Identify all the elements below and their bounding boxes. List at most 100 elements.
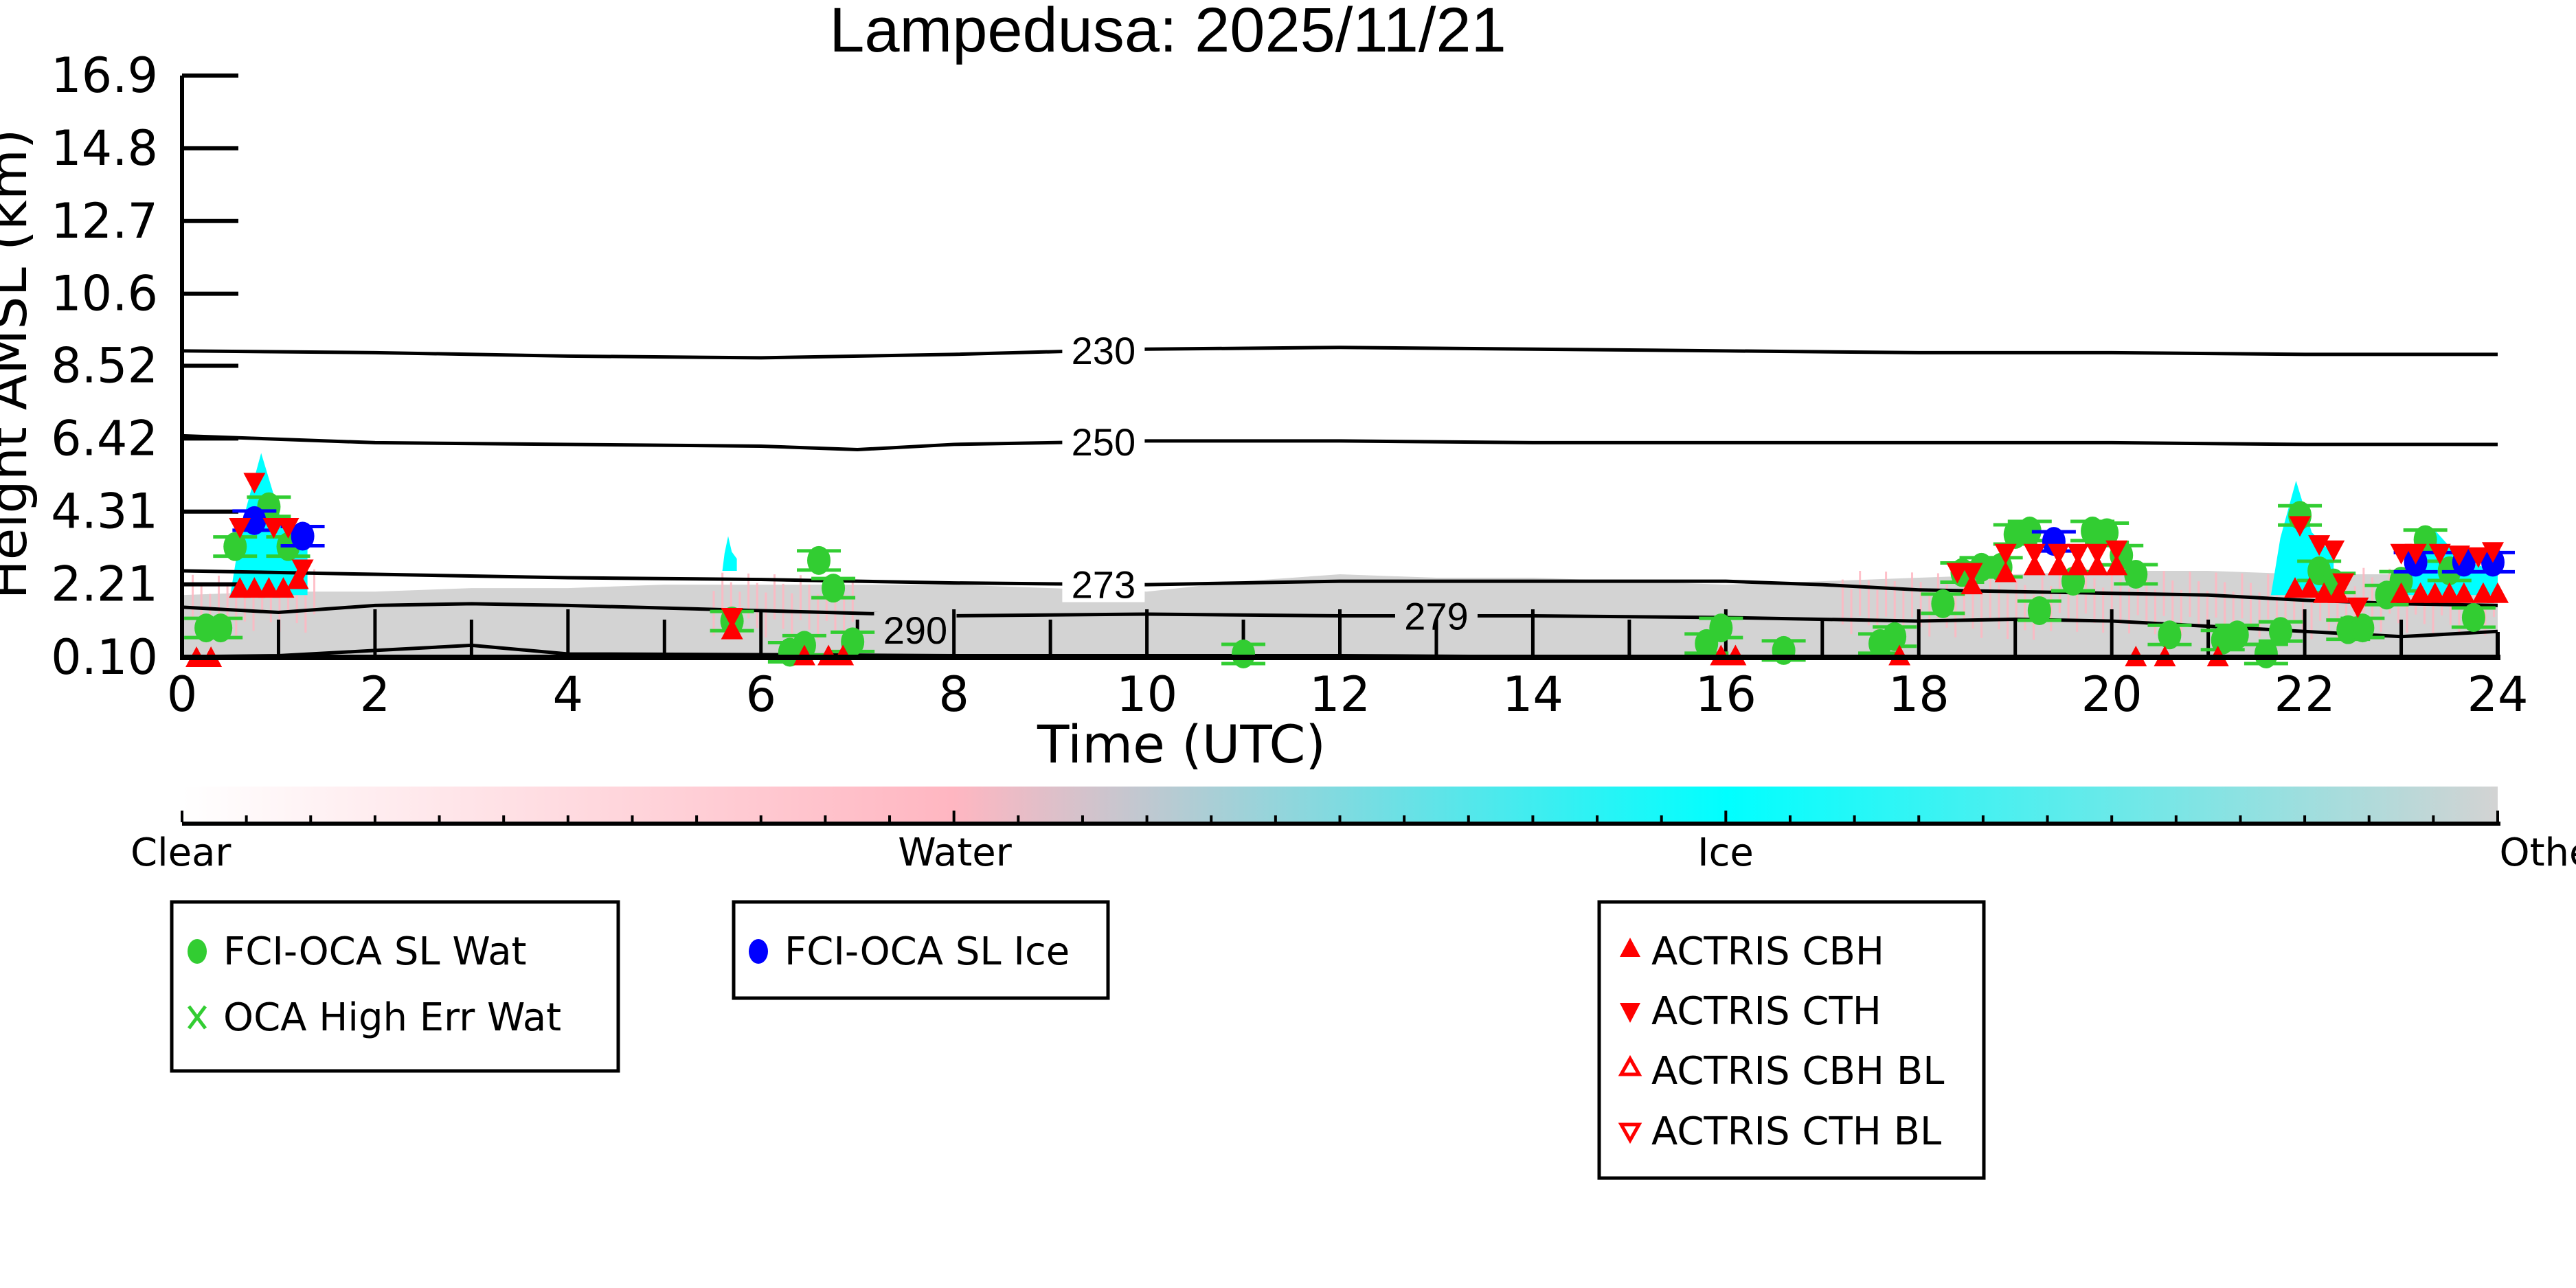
- phase-streak-water: [217, 575, 220, 621]
- data-point: [2105, 554, 2128, 576]
- phase-streak-water: [269, 577, 272, 622]
- contour-label-290: 290: [883, 609, 947, 652]
- phase-streak-water: [756, 583, 758, 629]
- data-point-marker: [822, 574, 846, 603]
- data-point-marker: [2225, 620, 2249, 650]
- phase-streak-water: [2067, 577, 2070, 622]
- data-point: [277, 517, 300, 539]
- phase-streak-water: [2458, 589, 2461, 635]
- phase-streak-water: [1980, 593, 1983, 638]
- phase-streak-water: [2093, 578, 2096, 624]
- y-tick-label: 8.52: [51, 337, 158, 394]
- data-point-marker: [209, 613, 233, 643]
- phase-streak-water: [1911, 572, 1914, 618]
- circle-marker-icon: [749, 939, 768, 964]
- phase-streak-water: [782, 583, 784, 629]
- data-point: [286, 568, 309, 589]
- legend-label: ACTRIS CBH BL: [1651, 1049, 1944, 1094]
- x-tick-label: 24: [2467, 666, 2528, 723]
- phase-streak-water: [721, 572, 724, 618]
- phase-streak-water: [808, 585, 811, 630]
- phase-streak-water: [1902, 590, 1905, 636]
- x-axis-label: Time (UTC): [1037, 714, 1326, 775]
- triangle-up-open-icon: [1618, 1054, 1642, 1076]
- phase-streak-water: [791, 593, 793, 639]
- phase-streak-water: [1971, 583, 1974, 629]
- y-tick-label: 4.31: [51, 484, 158, 540]
- data-point: [2327, 582, 2350, 603]
- legend-frame: [1597, 900, 1986, 1180]
- phase-streak-water: [243, 576, 246, 622]
- phase-streak-water: [226, 585, 229, 631]
- data-point-marker: [841, 627, 865, 657]
- data-point: [2481, 542, 2504, 563]
- data-point: [811, 574, 856, 603]
- y-tick-label: 10.6: [51, 266, 158, 322]
- phase-streak-water: [2432, 588, 2434, 634]
- data-point: [243, 577, 266, 598]
- phase-streak-water: [1919, 582, 1922, 627]
- phase-streak-water: [1841, 579, 1844, 625]
- data-point: [280, 521, 325, 551]
- data-point: [2390, 582, 2413, 603]
- contour-label-bg: [1062, 424, 1145, 460]
- data-point: [2332, 573, 2355, 594]
- phase-streak-water: [2015, 576, 2018, 621]
- phase-streak-water: [1998, 584, 2000, 630]
- data-point: [2340, 613, 2385, 643]
- phase-streak-water: [252, 585, 255, 631]
- data-point: [2023, 543, 2046, 565]
- data-point-marker: [291, 521, 315, 551]
- legend-frame: [170, 900, 620, 1073]
- phase-streak-water: [1867, 580, 1870, 626]
- data-point: [2067, 554, 2090, 576]
- phase-streak-water: [2171, 580, 2174, 626]
- colorbar: Clear Water Ice Other: [131, 787, 2576, 875]
- phase-streak-water: [2119, 578, 2122, 624]
- colorbar-label-other: Other: [2499, 831, 2576, 875]
- triangle-down-open-icon: [1618, 1122, 1642, 1144]
- y-tick-label: 16.9: [51, 47, 158, 104]
- x-tick-label: 16: [1695, 666, 1756, 723]
- phase-streak-water: [2484, 590, 2487, 635]
- data-point: [1961, 563, 1983, 584]
- x-marker-icon: [188, 1005, 207, 1030]
- data-point-marker: [242, 506, 267, 535]
- phase-streak-water: [2371, 577, 2373, 623]
- phase-streak-water: [2128, 588, 2131, 634]
- phase-streak-water: [313, 569, 316, 615]
- data-point-marker: [2124, 560, 2148, 589]
- legend-label: ACTRIS CTH BL: [1651, 1109, 1941, 1154]
- phase-streak-water: [1963, 574, 1965, 620]
- data-markers: [184, 473, 2515, 668]
- phase-streak-water: [2180, 589, 2182, 635]
- data-point: [1961, 574, 1983, 595]
- contour-label-bg: [1062, 332, 1145, 368]
- y-tick-label: 2.21: [51, 556, 158, 613]
- data-point: [199, 613, 243, 643]
- data-point-marker: [2018, 516, 2042, 545]
- phase-streak-water: [1859, 570, 1862, 616]
- data-point: [2023, 554, 2046, 576]
- phase-streak-water: [192, 574, 194, 620]
- plot-area: [182, 76, 2498, 657]
- data-point: [2451, 603, 2496, 633]
- phase-streak-water: [747, 573, 750, 619]
- data-point-marker: [223, 532, 247, 561]
- data-point: [262, 517, 285, 539]
- data-point-marker: [1772, 635, 1796, 665]
- phase-streak-water: [295, 578, 298, 624]
- data-point: [2147, 620, 2192, 650]
- data-point: [1994, 543, 2017, 565]
- phase-streak-water: [765, 592, 767, 638]
- data-point: [2472, 582, 2494, 603]
- contour-label-bg: [1062, 566, 1145, 602]
- legend-label: ACTRIS CBH: [1651, 929, 1884, 974]
- x-tick-label: 6: [745, 666, 776, 723]
- data-point: [2017, 596, 2061, 625]
- x-tick-label: 18: [1888, 666, 1950, 723]
- data-point: [2448, 545, 2470, 567]
- contour-label-bg: [874, 612, 957, 648]
- data-point: [243, 473, 266, 494]
